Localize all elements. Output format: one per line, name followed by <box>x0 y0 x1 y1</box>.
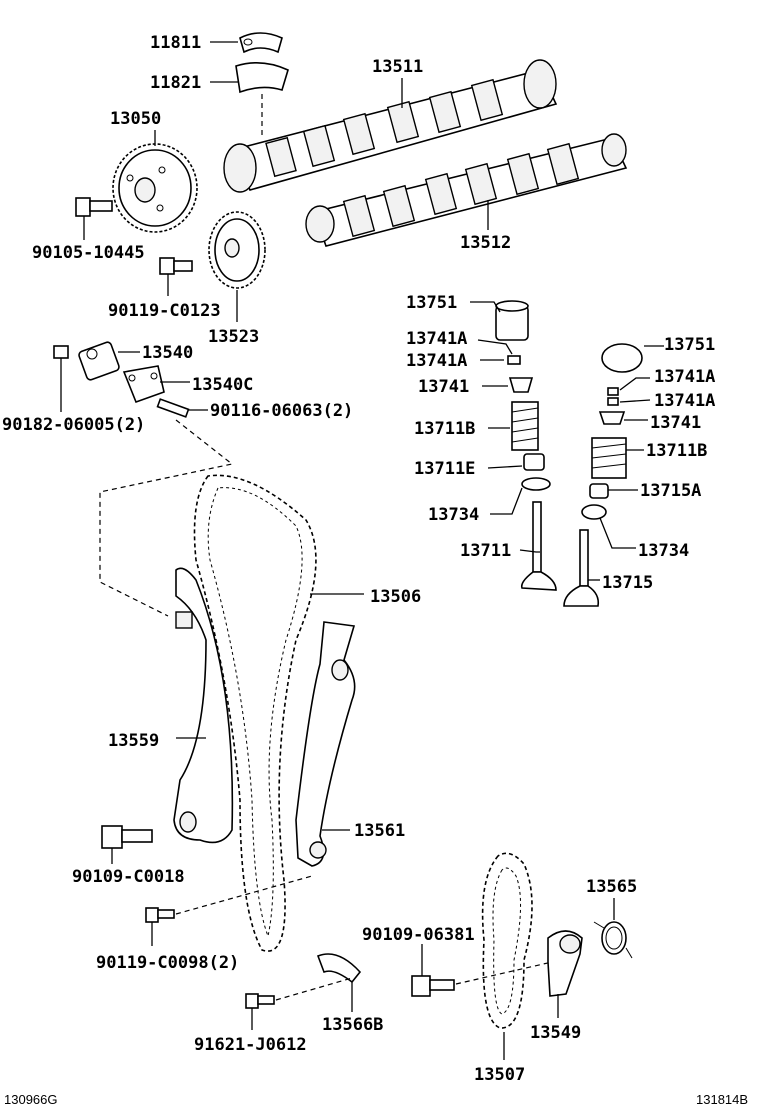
lifter-right <box>601 343 643 373</box>
label-13741a-1: 13741A <box>406 329 467 349</box>
washer-right <box>581 504 607 520</box>
bolt-90109-c0018 <box>101 825 153 849</box>
chain-damper <box>316 953 362 984</box>
label-13559: 13559 <box>108 731 159 751</box>
retainer-right <box>598 411 626 425</box>
label-11821: 11821 <box>150 73 201 93</box>
keeper-right <box>607 387 619 406</box>
tensioner-gasket <box>122 365 165 404</box>
label-13561: 13561 <box>354 821 405 841</box>
label-90182-06005: 90182-06005(2) <box>2 415 145 435</box>
label-13711e: 13711E <box>414 459 475 479</box>
label-13050: 13050 <box>110 109 161 129</box>
seal-right <box>589 483 609 499</box>
vvt-gear <box>112 143 198 233</box>
tensioner-spring <box>593 921 633 959</box>
label-13711b-right: 13711B <box>646 441 707 461</box>
label-13741a-4: 13741A <box>654 391 715 411</box>
label-13715: 13715 <box>602 573 653 593</box>
bearing-lower <box>235 62 289 94</box>
label-90109-c0018: 90109-C0018 <box>72 867 185 887</box>
label-13741a-3: 13741A <box>654 367 715 387</box>
label-13540: 13540 <box>142 343 193 363</box>
label-90105-10445: 90105-10445 <box>32 243 145 263</box>
label-13741-left: 13741 <box>418 377 469 397</box>
bolt-91621 <box>245 993 275 1009</box>
lifter-left <box>495 300 529 341</box>
retainer-left <box>508 377 534 393</box>
nut-90182 <box>53 345 69 359</box>
label-13734-right: 13734 <box>638 541 689 561</box>
label-13734-left: 13734 <box>428 505 479 525</box>
valve-intake <box>520 501 557 591</box>
bolt-90105 <box>75 197 113 217</box>
label-13566b: 13566B <box>322 1015 383 1035</box>
footer-right-code: 131814B <box>696 1092 748 1107</box>
washer-left <box>521 477 551 491</box>
label-90116-06063: 90116-06063(2) <box>210 401 353 421</box>
label-13741a-2: 13741A <box>406 351 467 371</box>
oil-pump-chain <box>481 852 533 1029</box>
footer-left-code: 130966G <box>4 1092 58 1107</box>
tensioner-arm <box>547 930 583 997</box>
bearing-upper <box>239 32 283 54</box>
label-91621-j0612: 91621-J0612 <box>194 1035 307 1055</box>
label-13711b-left: 13711B <box>414 419 475 439</box>
label-13711: 13711 <box>460 541 511 561</box>
label-13741-right: 13741 <box>650 413 701 433</box>
bolt-90109-06381 <box>411 975 455 997</box>
spring-left <box>511 401 539 451</box>
label-13507: 13507 <box>474 1065 525 1085</box>
timing-chain <box>193 474 317 952</box>
bolt-90119-c0098 <box>145 907 175 923</box>
label-13511: 13511 <box>372 57 423 77</box>
seal-left <box>523 453 545 471</box>
chain-tensioner <box>78 341 120 381</box>
camshaft-upper <box>223 59 558 193</box>
label-13512: 13512 <box>460 233 511 253</box>
label-13715a: 13715A <box>640 481 701 501</box>
chain-guide-right <box>295 621 356 867</box>
label-90109-06381: 90109-06381 <box>362 925 475 945</box>
label-13506: 13506 <box>370 587 421 607</box>
spring-right <box>591 437 627 479</box>
keeper-left <box>507 355 521 365</box>
stud-90116 <box>156 398 190 418</box>
bolt-90119-c0123 <box>159 257 193 275</box>
label-11811: 11811 <box>150 33 201 53</box>
camshaft-lower <box>305 133 628 247</box>
label-90119-c0123: 90119-C0123 <box>108 301 221 321</box>
label-90119-c0098: 90119-C0098(2) <box>96 953 239 973</box>
cam-sprocket <box>208 211 266 289</box>
chain-guide-left <box>173 567 234 844</box>
valve-exhaust <box>563 529 600 607</box>
label-13751-right: 13751 <box>664 335 715 355</box>
label-13751-left: 13751 <box>406 293 457 313</box>
label-13540c: 13540C <box>192 375 253 395</box>
label-13565: 13565 <box>586 877 637 897</box>
label-13523: 13523 <box>208 327 259 347</box>
label-13549: 13549 <box>530 1023 581 1043</box>
